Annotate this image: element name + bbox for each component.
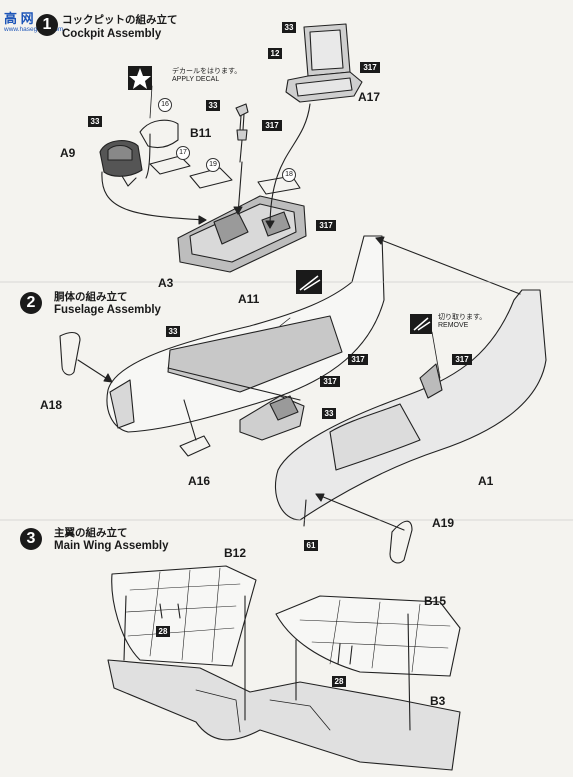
part-a16-drawing [179, 435, 211, 457]
pins-28b [337, 643, 353, 665]
seat-a17-drawing [285, 23, 363, 103]
remove-saw-icon [296, 270, 322, 294]
paint-code-317-b11: 317 [262, 120, 282, 131]
step-1-number: 1 [36, 14, 58, 36]
label-b15: B15 [424, 594, 447, 608]
paint-code-317-a1: 317 [452, 354, 472, 365]
paint-code-33-a11: 33 [166, 326, 180, 337]
decal-sheet-18 [257, 175, 301, 195]
part-a19-drawing [389, 520, 413, 564]
fuselage-a1-drawing [274, 289, 547, 521]
step-1-title-en: Cockpit Assembly [62, 28, 162, 40]
paint-code-61: 61 [304, 540, 318, 551]
paint-code-317-a11-bottom: 317 [320, 376, 340, 387]
label-b3: B3 [430, 694, 446, 708]
step-2-title-jp: 胴体の組み立て [54, 291, 128, 303]
label-b12: B12 [224, 546, 247, 560]
step-3-title-jp: 主翼の組み立て [54, 527, 128, 539]
label-b11: B11 [190, 126, 212, 140]
label-a17: A17 [358, 90, 381, 104]
decal-sheet-17 [149, 155, 191, 175]
label-a1: A1 [478, 474, 494, 488]
guide-line-b11 [237, 161, 243, 215]
step-3-title-en: Main Wing Assembly [54, 540, 169, 552]
label-a16: A16 [188, 474, 211, 488]
step-2-title-en: Fuselage Assembly [54, 304, 161, 316]
watermark-logo: 高 网 [4, 11, 34, 26]
panel-a9-drawing [99, 140, 143, 187]
label-a9: A9 [60, 146, 76, 160]
paint-code-28-b15: 28 [332, 676, 346, 687]
stick-b11-drawing [235, 103, 249, 163]
step-1-title-jp: コックピットの組み立て [62, 14, 178, 26]
step-3-number: 3 [20, 528, 42, 550]
remove-note-en: REMOVE [438, 322, 469, 329]
part-16-drawing [139, 119, 179, 149]
fuselage-a11-drawing [106, 235, 385, 441]
paint-code-317-a3: 317 [316, 220, 336, 231]
wing-b12-drawing [111, 565, 257, 667]
paint-code-28-b12: 28 [156, 626, 170, 637]
paint-code-33-a9: 33 [88, 116, 102, 127]
guide-line-b15-right [407, 613, 411, 731]
watermark-url: www.hasegawa.com [4, 26, 64, 33]
decal-star-icon [128, 66, 152, 90]
cockpit-tub-a3-drawing [177, 195, 307, 273]
decal-number-16: 16 [158, 98, 172, 112]
decal-number-18: 18 [282, 168, 296, 182]
step-2-number: 2 [20, 292, 42, 314]
paint-code-33-b11: 33 [206, 100, 220, 111]
wing-b15-drawing [275, 595, 461, 677]
guide-line-a19 [315, 493, 405, 531]
paint-code-317-a11-top: 317 [348, 354, 368, 365]
remove-saw-icon-2 [410, 314, 432, 334]
decal-number-17: 17 [176, 146, 190, 160]
label-a3: A3 [158, 276, 174, 290]
guide-line-16 [145, 133, 151, 179]
paint-code-33-a1: 33 [322, 408, 336, 419]
guide-line-a9 [101, 171, 207, 221]
pins-28a [159, 603, 181, 619]
part-a18-drawing [59, 331, 81, 376]
label-a19: A19 [432, 516, 455, 530]
label-a18: A18 [40, 398, 63, 412]
guide-line-a16 [183, 399, 197, 441]
paint-code-33-a17: 33 [282, 22, 296, 33]
wing-b3-drawing [107, 659, 461, 771]
guide-line-b12-left [123, 595, 127, 661]
guide-line-cockpit [167, 367, 301, 401]
paint-code-317-a17: 317 [360, 62, 380, 73]
decal-note-en: APPLY DECAL [172, 76, 220, 83]
decal-number-19: 19 [206, 158, 220, 172]
label-a11: A11 [238, 292, 260, 306]
remove-note-jp: 切り取ります。 [438, 314, 487, 321]
decal-note-jp: デカールをはります。 [172, 68, 242, 75]
paint-code-12-a17: 12 [268, 48, 282, 59]
guide-line-a17 [269, 103, 311, 229]
guide-line-tail [375, 237, 521, 295]
